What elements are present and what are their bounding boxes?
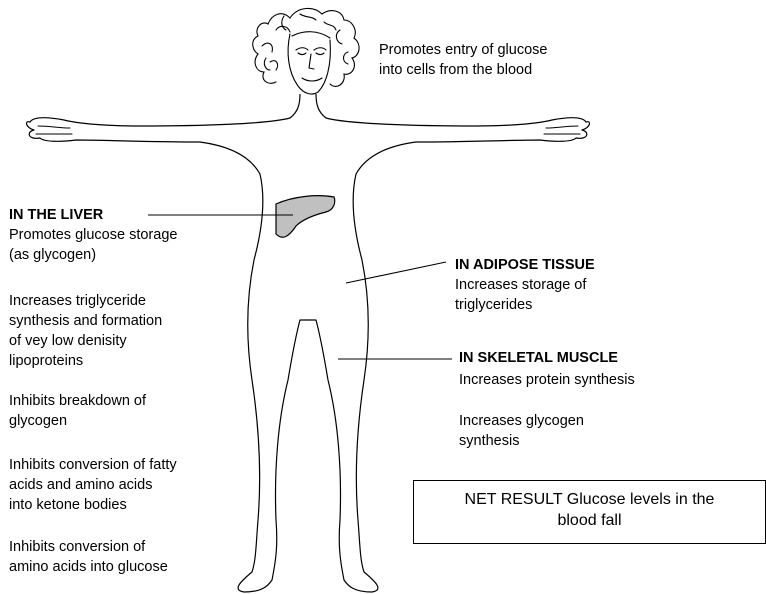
adipose-effect-line1: Increases storage of (455, 275, 586, 295)
net-result-box: NET RESULT Glucose levels in the blood f… (413, 480, 766, 544)
adipose-leader-line (346, 262, 446, 283)
liver-effect-4-line1: Inhibits conversion of fatty (9, 455, 177, 475)
liver-effect-3-line1: Inhibits breakdown of (9, 391, 146, 411)
top-note-line2: into cells from the blood (379, 60, 547, 80)
liver-effect-5-line2: amino acids into glucose (9, 557, 168, 577)
face (288, 32, 330, 94)
liver-effect-1: Promotes glucose storage (as glycogen) (9, 225, 177, 265)
muscle-effect-2: Increases glycogen synthesis (459, 411, 584, 451)
net-result-line2: blood fall (414, 510, 765, 531)
liver-effect-4-line3: into ketone bodies (9, 495, 177, 515)
muscle-effect-1: Increases protein synthesis (459, 370, 635, 390)
hand-details (36, 126, 580, 134)
liver-effect-3-line2: glycogen (9, 411, 146, 431)
muscle-heading: IN SKELETAL MUSCLE (459, 348, 618, 368)
adipose-effect: Increases storage of triglycerides (455, 275, 586, 315)
liver-effect-1-line1: Promotes glucose storage (9, 225, 177, 245)
net-result-line1: NET RESULT Glucose levels in the (414, 489, 765, 510)
liver-shape (276, 196, 335, 238)
liver-effect-3: Inhibits breakdown of glycogen (9, 391, 146, 431)
liver-effect-2-line4: lipoproteins (9, 351, 162, 371)
muscle-effect-2-line2: synthesis (459, 431, 584, 451)
liver-effect-5-line1: Inhibits conversion of (9, 537, 168, 557)
top-note-line1: Promotes entry of glucose (379, 40, 547, 60)
liver-effect-2-line2: synthesis and formation (9, 311, 162, 331)
adipose-effect-line2: triglycerides (455, 295, 586, 315)
leader-lines (148, 215, 452, 359)
hair (253, 8, 359, 86)
adipose-heading: IN ADIPOSE TISSUE (455, 255, 595, 275)
top-note: Promotes entry of glucose into cells fro… (379, 40, 547, 80)
muscle-effect-2-line1: Increases glycogen (459, 411, 584, 431)
liver-heading: IN THE LIVER (9, 205, 103, 225)
liver-effect-4: Inhibits conversion of fatty acids and a… (9, 455, 177, 515)
liver-effect-2: Increases triglyceride synthesis and for… (9, 291, 162, 371)
liver-effect-2-line3: of vey low denisity (9, 331, 162, 351)
liver-effect-5: Inhibits conversion of amino acids into … (9, 537, 168, 577)
liver-effect-4-line2: acids and amino acids (9, 475, 177, 495)
liver-effect-1-line2: (as glycogen) (9, 245, 177, 265)
liver-effect-2-line1: Increases triglyceride (9, 291, 162, 311)
